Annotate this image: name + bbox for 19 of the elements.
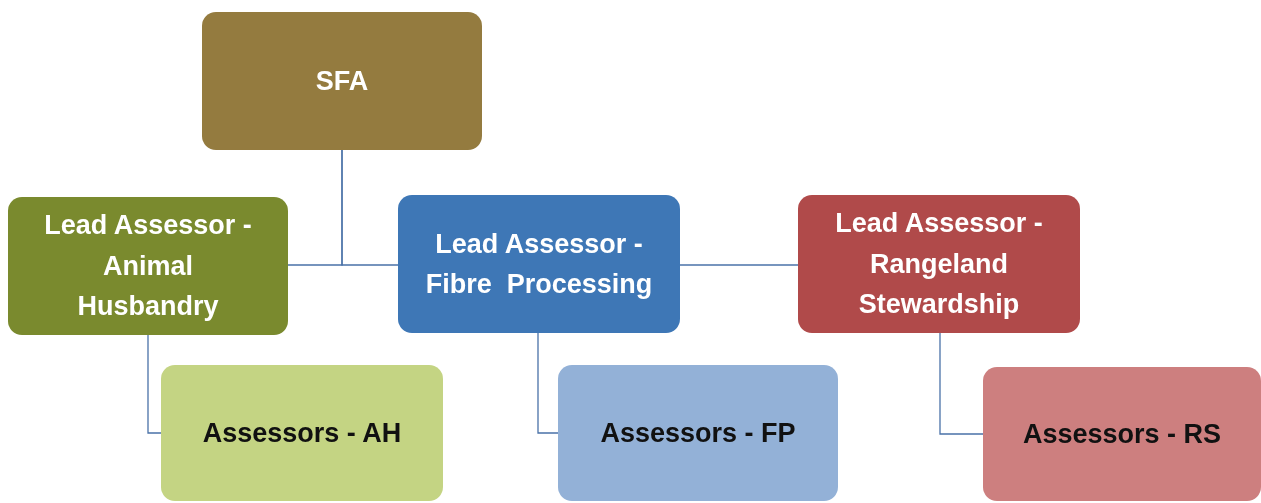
connector-line: [147, 334, 162, 434]
org-box: [983, 367, 1261, 501]
box-label: Lead Assessor - Fibre Processing: [424, 227, 654, 301]
box-label: Assessors - AH: [202, 416, 402, 450]
org-box: [558, 365, 838, 501]
connector-line: [537, 332, 559, 434]
box-label: SFA: [315, 64, 369, 98]
connector-line: [939, 332, 984, 435]
box-label: Lead Assessor - Rangeland Stewardship: [834, 207, 1044, 322]
org-box: [161, 365, 443, 501]
org-box: [202, 12, 482, 150]
box-label: Lead Assessor - Animal Husbandry: [43, 209, 253, 324]
box-label: Assessors - RS: [1022, 417, 1222, 451]
connector-line: [679, 264, 799, 266]
org-box: [798, 195, 1080, 333]
org-box: [8, 197, 288, 335]
connector-line: [341, 149, 399, 266]
box-label: Assessors - FP: [600, 416, 796, 450]
org-box: [398, 195, 680, 333]
